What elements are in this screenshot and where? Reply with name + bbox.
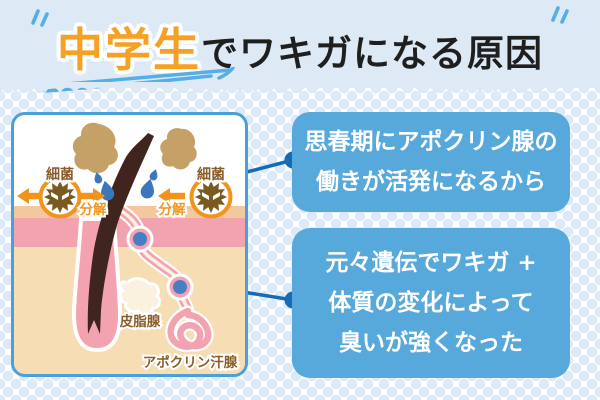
callout-heredity-line-1: 元々遺伝でワキガ + — [325, 250, 537, 276]
duct-node-2 — [166, 273, 194, 301]
callout-heredity-line-3: 臭いが強くなった — [339, 330, 523, 356]
hair-shaft — [87, 133, 154, 334]
odor-cloud-right-icon — [160, 128, 197, 170]
callout-heredity: 元々遺伝でワキガ + 体質の変化によって 臭いが強くなった — [292, 228, 570, 378]
duct-node-1 — [126, 225, 154, 253]
bacteria-left-icon — [38, 175, 82, 219]
apocrine-gland-label: アポクリン汗腺 — [143, 354, 238, 371]
bacteria-right-icon — [189, 175, 233, 219]
spread-arrows — [17, 188, 185, 204]
apocrine-gland-coil — [165, 305, 214, 353]
bacteria-right-label: 細菌 — [197, 166, 225, 183]
sebaceous-gland-label: 皮脂腺 — [120, 313, 161, 330]
title-highlight: 中学生 — [57, 23, 201, 77]
accent-ticks-right-icon — [551, 6, 569, 24]
odor-cloud-left-icon — [72, 122, 118, 174]
scallop-edge — [0, 82, 600, 96]
main-content: 細菌 細菌 分解 分解 皮脂腺 アポクリン汗腺 思春期にアポクリン腺の 働きが活… — [0, 96, 600, 400]
arrow-left-outward-icon — [17, 188, 44, 204]
bacteria-left-label: 細菌 — [46, 166, 74, 183]
title-rest: でワキガになる原因 — [201, 32, 543, 75]
arrow-right-inward-icon — [158, 188, 185, 204]
callout-puberty-line-1: 思春期にアポクリン腺の — [304, 129, 558, 155]
decompose-right-label: 分解 — [159, 201, 186, 218]
page-title: 中学生でワキガになる原因 — [31, 6, 569, 93]
callout-puberty-line-2: 働きが活発になるから — [316, 169, 546, 195]
accent-ticks-left-icon — [31, 9, 49, 27]
callout-puberty: 思春期にアポクリン腺の 働きが活発になるから — [292, 112, 570, 212]
skin-diagram-panel: 細菌 細菌 分解 分解 皮脂腺 アポクリン汗腺 — [11, 112, 248, 377]
arrow-left-inward-icon — [78, 188, 105, 204]
sebaceous-gland — [118, 277, 162, 317]
connector-line-2 — [242, 290, 294, 302]
connector-line-1 — [242, 158, 294, 175]
header-banner: 中学生でワキガになる原因 — [0, 0, 600, 93]
callout-heredity-line-2: 体質の変化によって — [328, 290, 534, 316]
decompose-left-label: 分解 — [80, 201, 107, 218]
